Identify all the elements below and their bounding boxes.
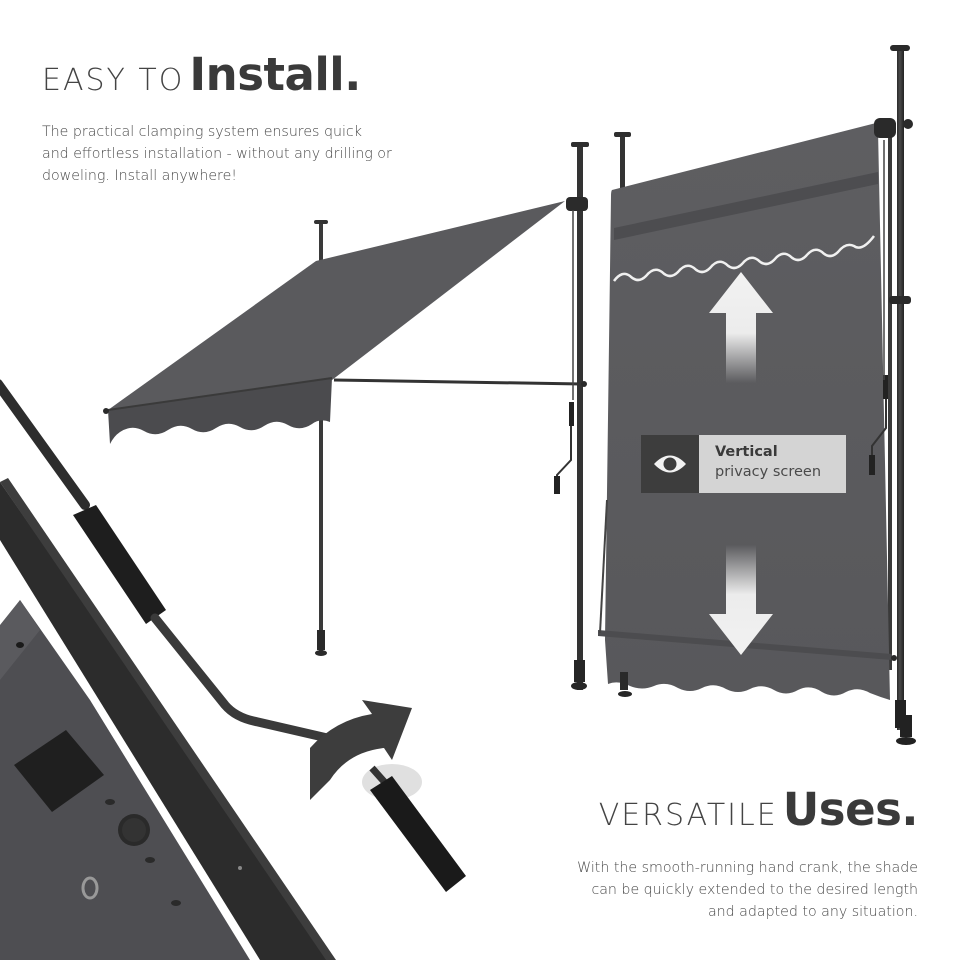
install-heading: EASY TO Install. (42, 52, 361, 97)
install-description: The practical clamping system ensures qu… (42, 121, 472, 187)
eye-icon (654, 455, 686, 473)
install-line-1: The practical clamping system ensures qu… (42, 124, 362, 140)
awning-vertical (598, 45, 916, 745)
badge-title: Vertical (715, 444, 778, 460)
arrow-down-icon (709, 545, 773, 655)
awning-horizontal (103, 142, 589, 690)
badge-text: Vertical privacy screen (699, 435, 846, 493)
install-line-2: and effortless installation - without an… (42, 146, 392, 162)
uses-line-3: and adapted to any situation. (707, 904, 918, 920)
uses-line-1: With the smooth-running hand crank, the … (577, 860, 918, 876)
arrow-up-icon (709, 272, 773, 383)
pole-closeup (0, 379, 466, 960)
install-heading-bold: Install. (189, 48, 361, 101)
uses-description: With the smooth-running hand crank, the … (478, 857, 918, 923)
badge-icon-box (641, 435, 699, 493)
badge-subtitle: privacy screen (715, 464, 822, 480)
install-line-3: doweling. Install anywhere! (42, 168, 237, 184)
uses-heading-bold: Uses. (782, 783, 919, 836)
uses-heading: VERSATILE Uses. (598, 787, 919, 833)
uses-line-2: can be quickly extended to the desired l… (591, 882, 918, 898)
install-heading-light: EASY TO (42, 63, 185, 98)
uses-heading-light: VERSATILE (598, 798, 778, 833)
privacy-screen-badge: Vertical privacy screen (641, 435, 846, 493)
